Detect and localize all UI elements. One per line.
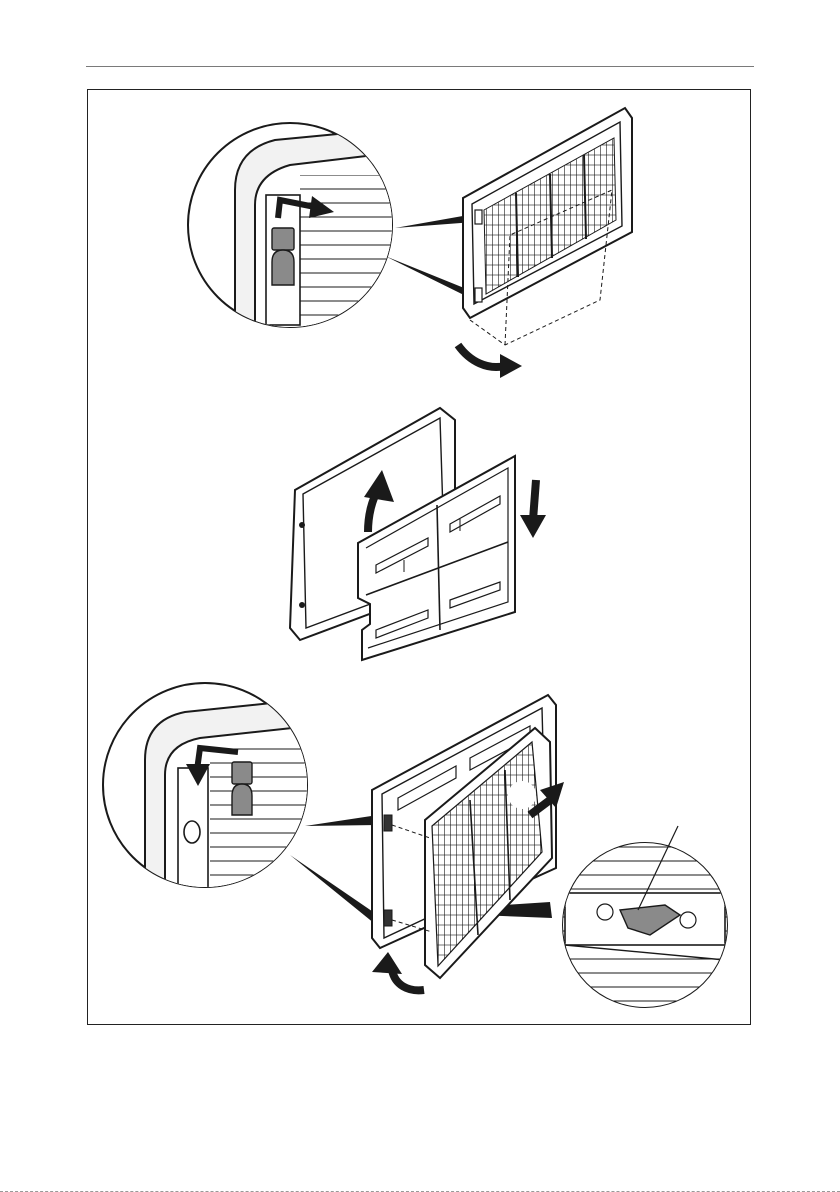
step-marker: [509, 782, 535, 808]
latch-icon: [272, 228, 294, 285]
magnifier-callout: [188, 123, 410, 335]
arrow-icon: [500, 354, 522, 378]
arrow-icon: [372, 952, 402, 974]
magnifier-callout: [560, 826, 730, 1010]
leader-wedge: [385, 256, 474, 300]
leader-wedge: [305, 815, 378, 826]
arrow-icon: [520, 515, 546, 538]
vent-grille: [463, 108, 632, 345]
arrow-icon: [533, 480, 536, 520]
step3-illustration: [103, 683, 730, 1010]
magnifier-callout: [103, 683, 320, 895]
leader-wedge: [290, 855, 382, 928]
arrow-icon: [458, 345, 505, 367]
step1-illustration: [188, 108, 632, 378]
step2-illustration: [290, 408, 546, 660]
